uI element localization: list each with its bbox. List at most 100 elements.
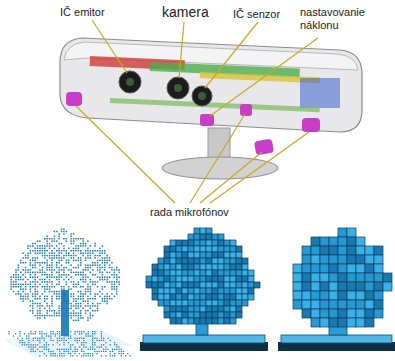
voxel — [200, 318, 206, 324]
point — [78, 264, 80, 266]
point — [87, 303, 89, 305]
point — [127, 353, 128, 354]
point — [15, 281, 17, 283]
point — [87, 320, 89, 322]
point — [101, 346, 102, 347]
voxel — [230, 318, 236, 324]
point — [20, 276, 22, 278]
voxel — [356, 300, 365, 309]
voxel — [218, 276, 224, 282]
point — [20, 262, 22, 264]
point — [42, 274, 44, 276]
point — [48, 335, 49, 336]
voxel — [224, 252, 230, 258]
point — [51, 276, 53, 278]
voxel — [242, 276, 248, 282]
point — [15, 286, 17, 288]
voxel — [200, 288, 206, 294]
voxel — [182, 270, 188, 276]
point — [61, 274, 63, 276]
point — [66, 340, 67, 341]
point — [51, 257, 53, 259]
point — [101, 331, 102, 332]
point — [104, 257, 106, 259]
point — [82, 293, 84, 295]
point — [37, 286, 39, 288]
point — [61, 243, 63, 245]
point — [73, 250, 75, 252]
point — [85, 291, 87, 293]
voxel — [158, 300, 164, 306]
voxel — [293, 291, 302, 300]
voxel — [365, 255, 374, 264]
point — [85, 346, 86, 347]
point — [70, 305, 72, 307]
point — [102, 276, 104, 278]
part-label: IČ senzor — [233, 8, 280, 21]
point — [94, 255, 96, 256]
point — [80, 257, 82, 259]
point — [70, 335, 71, 336]
voxel — [242, 270, 248, 276]
point — [101, 338, 102, 339]
point — [106, 255, 108, 256]
point — [103, 344, 104, 345]
point — [101, 335, 102, 336]
voxel — [206, 312, 212, 318]
voxel — [311, 300, 320, 309]
voxel — [164, 300, 170, 306]
point — [114, 353, 115, 354]
point — [58, 279, 60, 281]
voxel — [176, 270, 182, 276]
point — [39, 308, 41, 310]
point — [37, 293, 39, 295]
voxel — [170, 294, 176, 300]
voxel — [224, 288, 230, 294]
voxel — [188, 306, 194, 312]
board — [110, 98, 320, 112]
point — [109, 257, 111, 259]
voxel — [311, 282, 320, 291]
point — [73, 267, 75, 269]
point — [87, 305, 89, 307]
point — [92, 274, 94, 276]
point — [116, 286, 118, 288]
point — [78, 272, 80, 274]
voxel — [230, 264, 236, 270]
voxel — [347, 255, 356, 264]
point — [49, 267, 51, 269]
point — [87, 267, 89, 269]
point — [37, 344, 38, 345]
point — [46, 269, 48, 271]
point — [55, 355, 56, 356]
voxel — [230, 300, 236, 306]
voxel — [152, 264, 158, 270]
point — [61, 264, 63, 266]
point — [34, 250, 36, 252]
point — [46, 349, 47, 350]
point — [61, 286, 63, 288]
point — [15, 272, 17, 274]
point — [44, 255, 46, 256]
point — [87, 291, 89, 293]
point — [102, 274, 104, 276]
voxel — [152, 294, 158, 300]
point — [30, 333, 31, 334]
point — [63, 308, 64, 310]
point — [61, 276, 63, 278]
point — [66, 351, 67, 352]
point — [50, 351, 51, 352]
point — [66, 262, 68, 264]
point — [58, 276, 60, 278]
point — [114, 274, 116, 276]
point — [56, 250, 58, 252]
leader-line — [92, 20, 127, 73]
point — [103, 340, 104, 341]
point — [58, 298, 60, 300]
point — [59, 349, 60, 350]
point — [82, 286, 84, 288]
point — [51, 291, 53, 293]
voxel — [218, 282, 224, 288]
voxel — [212, 282, 218, 288]
point — [63, 315, 64, 317]
